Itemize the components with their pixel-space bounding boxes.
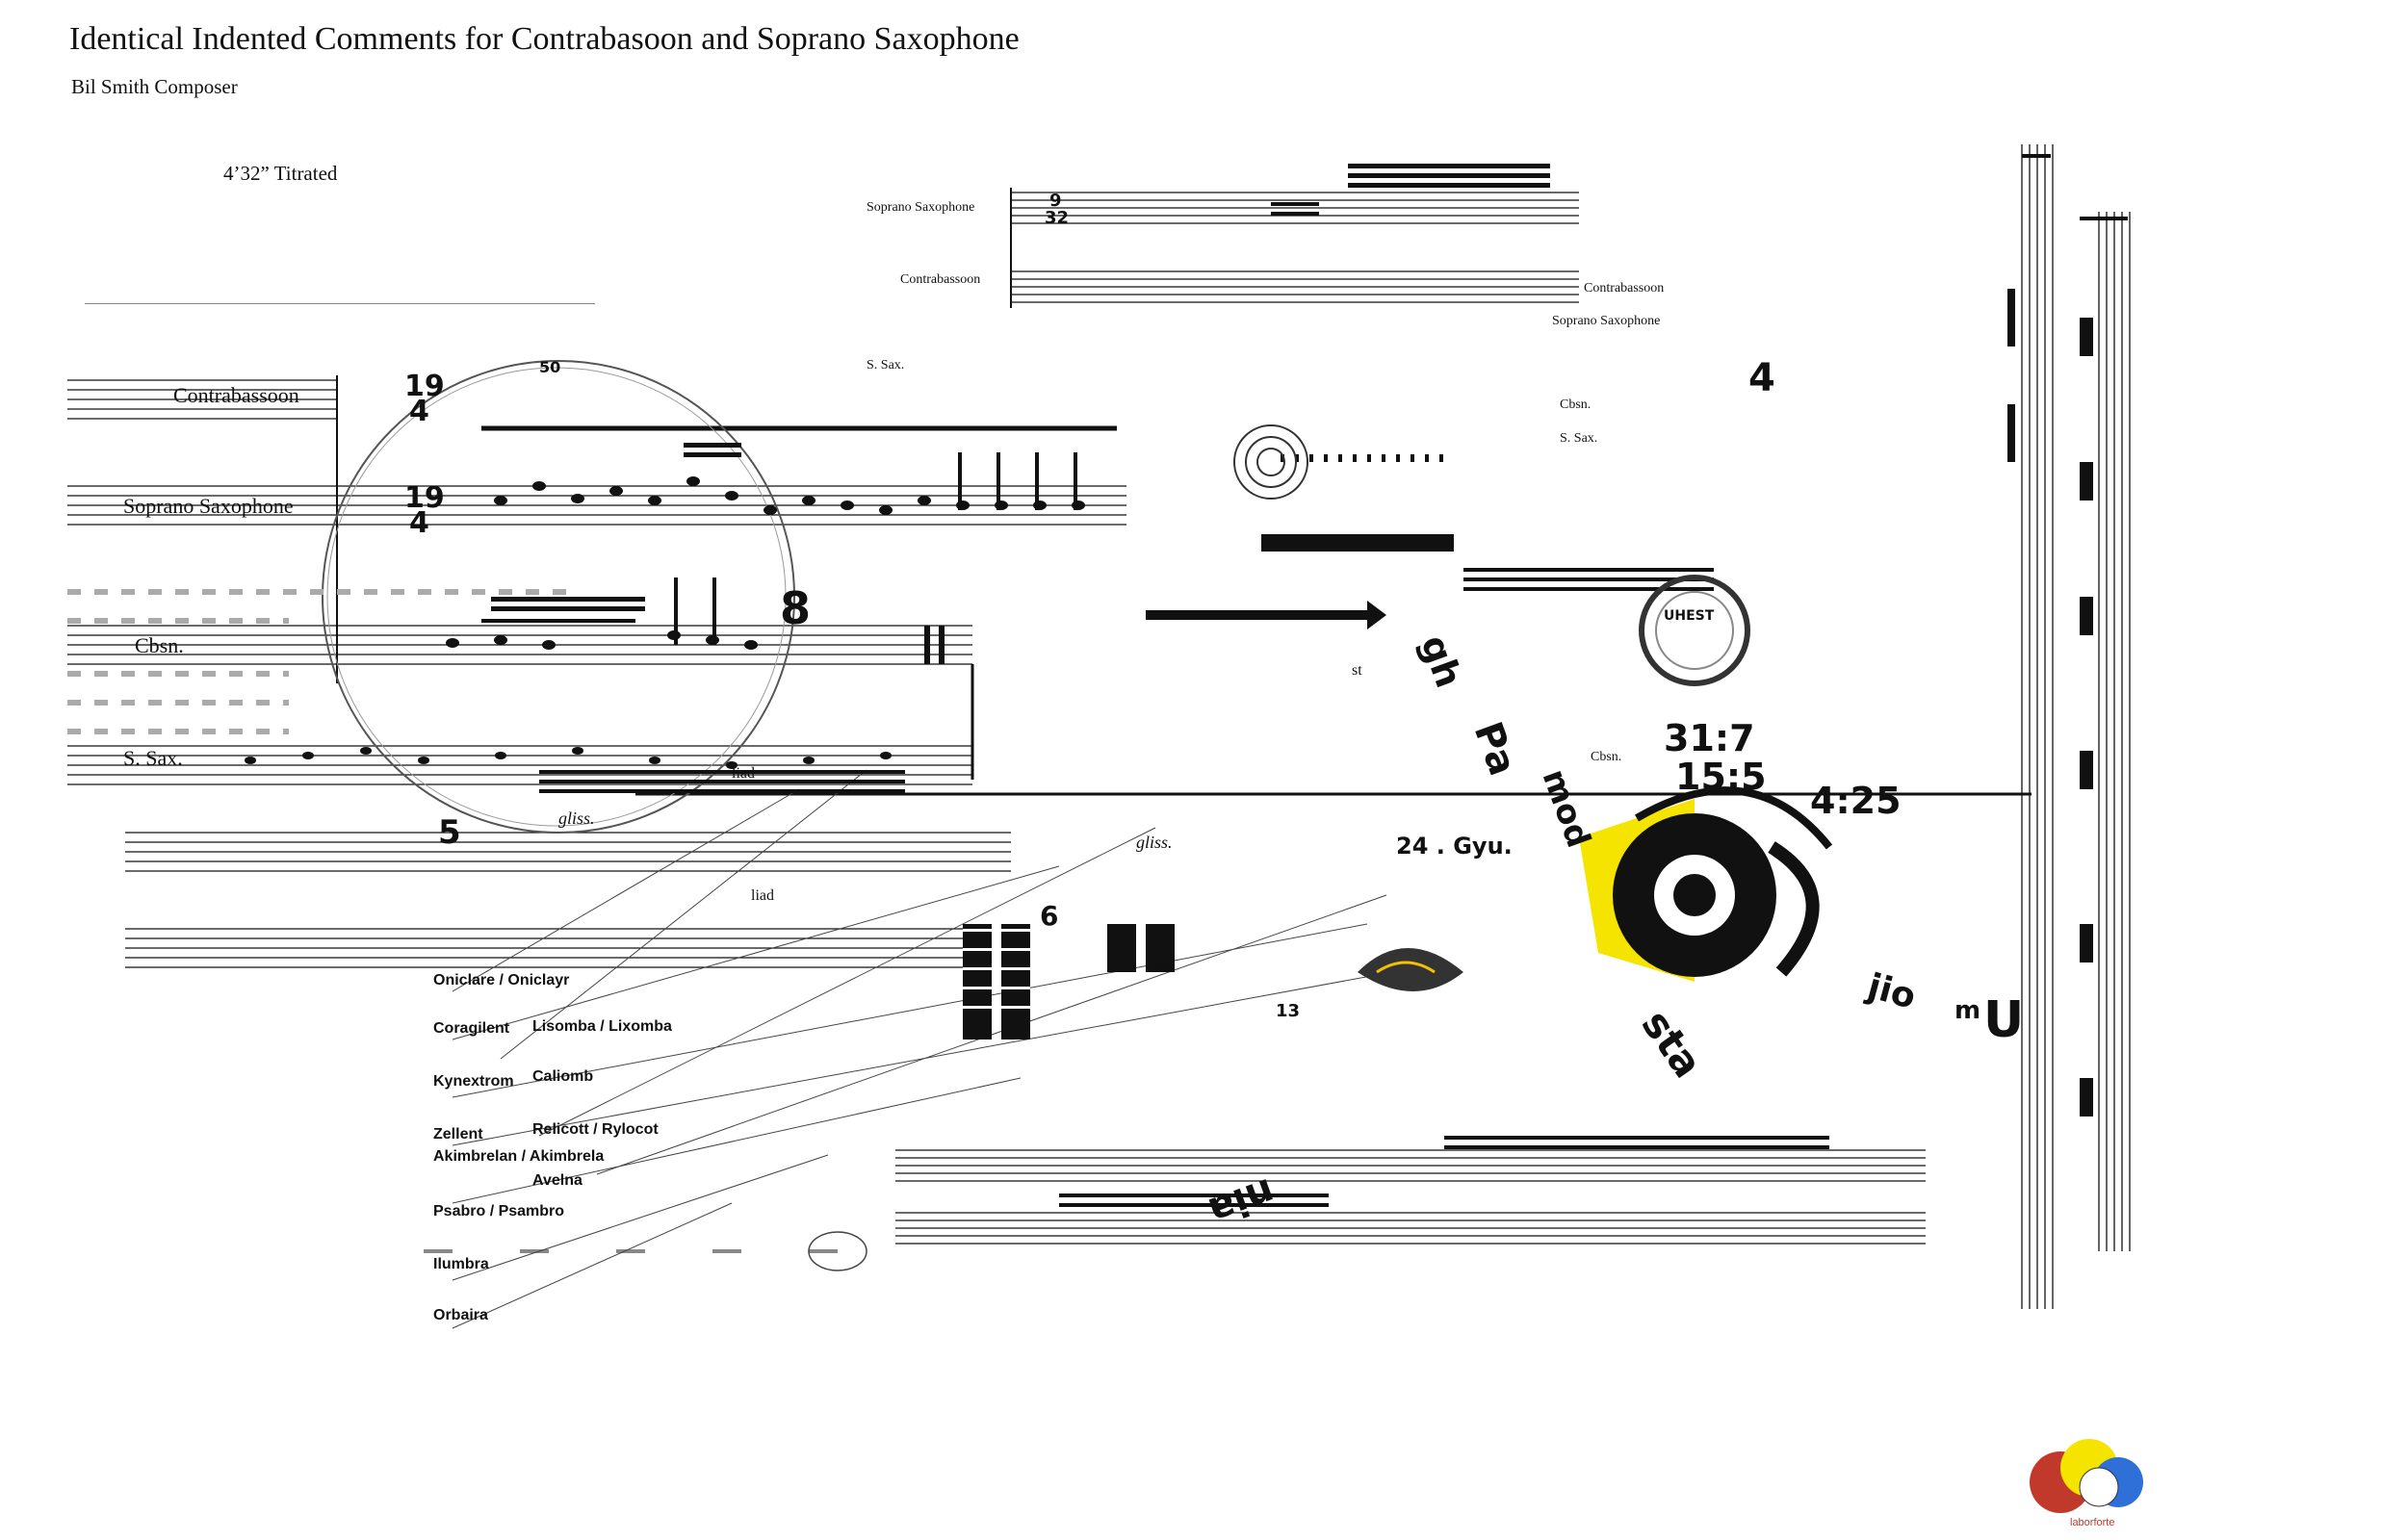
glossary-word: Kynextrom: [433, 1073, 514, 1090]
ornament-bird: [1358, 948, 1463, 991]
uhest-ring: [1639, 575, 1750, 686]
staff-ssax: [67, 745, 972, 785]
time-sig-upper-bottom: 32: [1045, 208, 1070, 228]
annotation-425: 4:25: [1810, 780, 1902, 822]
annotation-6: 6: [1040, 900, 1059, 932]
annotation-317: 31:7: [1664, 717, 1755, 759]
glossary-word: Ilumbra: [433, 1256, 489, 1272]
label-contrabassoon: Contrabassoon: [173, 383, 299, 407]
large-circle: [322, 360, 795, 834]
annotation-gliss: gliss.: [558, 808, 595, 828]
scatter-st: st: [1352, 662, 1362, 679]
arrow-bar: [1146, 610, 1367, 620]
scatter-u: U: [1983, 991, 2025, 1049]
label-mid-cbsn: Cbsn.: [1591, 750, 1622, 764]
label-right-soprano: Soprano Saxophone: [1552, 314, 1661, 328]
label-small-ssax: S. Sax.: [867, 358, 905, 372]
label-right-ssax: S. Sax.: [1560, 431, 1598, 446]
label-right-cbsn: Cbsn.: [1560, 398, 1592, 412]
glossary-word: Relicott / Rylocot: [532, 1121, 659, 1138]
label-cbsn: Cbsn.: [135, 633, 184, 657]
time-sig-bottom-2: 4: [409, 506, 429, 540]
label-top-soprano: Soprano Saxophone: [867, 200, 975, 215]
annotation-24: 24 . Gyu.: [1396, 833, 1513, 860]
time-sig-bottom: 4: [409, 395, 429, 428]
staff-top-score: [1010, 188, 1579, 308]
glossary-word: Oniclare / Oniclayr: [433, 972, 570, 988]
scatter-m: m: [1954, 996, 1981, 1025]
staff-cbsn: [67, 625, 972, 665]
glossary-word: Lisomba / Lixomba: [532, 1018, 672, 1035]
glossary-word: Psabro / Psambro: [433, 1203, 565, 1219]
staff-contrabassoon-main: [67, 379, 337, 420]
glossary-word: Zellent: [433, 1126, 483, 1142]
annotation-50: 50: [539, 358, 561, 376]
glossary-word: Orbaira: [433, 1307, 488, 1323]
yellow-swirl-graphic: [1579, 786, 1833, 982]
glossary-word: Akimbrelan / Akimbrela: [433, 1148, 605, 1165]
label-top-contrabassoon: Contrabassoon: [900, 272, 981, 287]
logo-mark: [2030, 1439, 2143, 1513]
label-soprano-sax: Soprano Saxophone: [123, 494, 294, 518]
annotation-4: 4: [1748, 356, 1775, 400]
glossary-word: Caliomb: [532, 1068, 594, 1085]
glossary-word: Coragilent: [433, 1020, 510, 1037]
time-sig-upper-top: 9: [1049, 191, 1062, 211]
annotation-13: 13: [1276, 1001, 1301, 1021]
duration-marking: 4’32” Titrated: [223, 162, 338, 185]
time-sig-top-2: 19: [404, 481, 445, 515]
annotation-8: 8: [780, 582, 812, 634]
annotation-liad: liad: [732, 765, 755, 782]
annotation-hest: UHEST: [1664, 608, 1715, 624]
label-ssax: S. Sax.: [123, 746, 183, 770]
glossary-word: Avelna: [532, 1172, 582, 1189]
staff-soprano-sax-main: [67, 485, 1126, 526]
divider-line: [85, 303, 595, 304]
annotation-5: 5: [438, 813, 461, 852]
time-sig-top: 19: [404, 370, 445, 403]
composer-credit: Bil Smith Composer: [71, 75, 238, 98]
label-right-contrabassoon: Contrabassoon: [1584, 281, 1665, 295]
annotation-gliss-2: gliss.: [1136, 833, 1173, 852]
logo-caption: laborforte: [2070, 1517, 2115, 1528]
annotation-liad-2: liad: [751, 887, 774, 904]
score-title: Identical Indented Comments for Contraba…: [69, 21, 1020, 57]
annotation-155: 15:5: [1675, 756, 1767, 798]
annotation-liad-3: liad: [1151, 959, 1174, 975]
